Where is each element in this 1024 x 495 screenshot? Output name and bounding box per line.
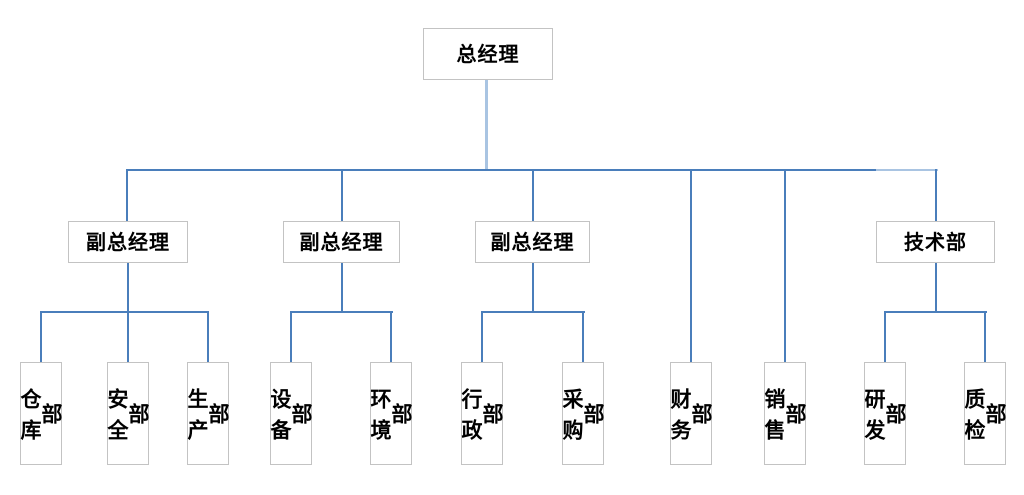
connector-group4-drop-rnd <box>884 311 886 362</box>
node-dept-production: 生产部 <box>185 362 231 465</box>
node-dept-equipment: 设备部 <box>268 362 314 465</box>
connector-drop-deputy-gm-3 <box>532 169 534 221</box>
node-dept-warehouse-label: 仓库部 <box>18 387 64 450</box>
node-deputy-gm-3-label: 副总经理 <box>490 230 575 254</box>
connector-drop-finance <box>690 169 692 362</box>
connector-group2-bar <box>290 311 393 313</box>
connector-group2-drop-equipment <box>290 311 292 362</box>
node-dept-equipment-label: 设备部 <box>268 387 314 450</box>
node-dept-safety: 安全部 <box>105 362 151 465</box>
node-dept-procurement: 采购部 <box>560 362 606 465</box>
node-tech-dept-label: 技术部 <box>904 230 967 254</box>
connector-group4-drop-quality <box>984 311 986 362</box>
node-dept-procurement-label: 采购部 <box>560 387 606 450</box>
connector-group1-drop-production <box>207 311 209 362</box>
node-dept-finance: 财务部 <box>668 362 714 465</box>
node-dept-sales-label: 销售部 <box>762 387 808 450</box>
node-deputy-gm-1: 副总经理 <box>68 221 188 263</box>
node-dept-environment: 环境部 <box>368 362 414 465</box>
connector-drop-deputy-gm-1 <box>126 169 128 221</box>
node-dept-quality: 质检部 <box>962 362 1008 465</box>
node-dept-rnd: 研发部 <box>862 362 908 465</box>
connector-main-bar-light-end <box>876 169 938 171</box>
connector-group2-stem <box>341 263 343 312</box>
node-dept-admin-label: 行政部 <box>459 387 505 450</box>
connector-drop-deputy-gm-2 <box>341 169 343 221</box>
connector-group1-bar <box>40 311 209 313</box>
node-dept-finance-label: 财务部 <box>668 387 714 450</box>
node-dept-production-label: 生产部 <box>185 387 231 450</box>
connector-group1-drop-warehouse <box>40 311 42 362</box>
node-dept-admin: 行政部 <box>459 362 505 465</box>
node-deputy-gm-3: 副总经理 <box>475 221 590 263</box>
node-deputy-gm-2: 副总经理 <box>283 221 400 263</box>
node-dept-rnd-label: 研发部 <box>862 387 908 450</box>
connector-group3-drop-admin <box>481 311 483 362</box>
node-deputy-gm-2-label: 副总经理 <box>299 230 384 254</box>
node-dept-safety-label: 安全部 <box>105 387 151 450</box>
connector-group3-stem <box>532 263 534 312</box>
node-dept-warehouse: 仓库部 <box>18 362 64 465</box>
node-deputy-gm-1-label: 副总经理 <box>86 230 170 254</box>
connector-root-stem <box>485 80 488 170</box>
connector-drop-sales <box>784 169 786 362</box>
node-general-manager-label: 总经理 <box>456 42 520 66</box>
connector-group3-drop-procurement <box>582 311 584 362</box>
node-dept-sales: 销售部 <box>762 362 808 465</box>
connector-group3-bar <box>481 311 585 313</box>
node-general-manager: 总经理 <box>423 28 553 80</box>
connector-drop-tech-dept <box>935 169 937 221</box>
connector-group4-bar <box>884 311 987 313</box>
node-tech-dept: 技术部 <box>876 221 995 263</box>
connector-group4-stem <box>935 263 937 312</box>
connector-group2-drop-environment <box>390 311 392 362</box>
node-dept-environment-label: 环境部 <box>368 387 414 450</box>
node-dept-quality-label: 质检部 <box>962 387 1008 450</box>
